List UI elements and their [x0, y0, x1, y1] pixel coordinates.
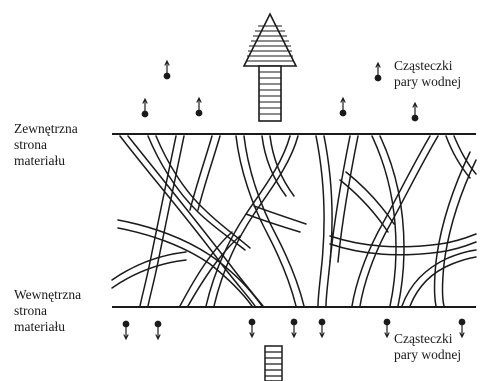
outer-side-label: Zewnętrzna strona materiału — [14, 121, 78, 169]
outer-side-line-1: Zewnętrzna — [14, 121, 78, 137]
outer-side-line-3: materiału — [14, 153, 78, 169]
outer-side-line-2: strona — [14, 137, 78, 153]
fiber-network — [112, 136, 476, 306]
top-molecules-line-2: pary wodnej — [394, 74, 461, 90]
inner-side-line-2: strona — [14, 303, 81, 319]
small-stacked-bars-icon — [265, 346, 282, 381]
inner-side-label: Wewnętrzna strona materiału — [14, 287, 81, 335]
top-molecules-label: Cząsteczki pary wodnej — [394, 58, 461, 90]
inner-side-line-1: Wewnętrzna — [14, 287, 81, 303]
bottom-molecules-line-2: pary wodnej — [394, 347, 461, 363]
bottom-molecules-label: Cząsteczki pary wodnej — [394, 331, 461, 363]
large-up-arrow-icon — [244, 14, 296, 121]
bottom-molecules-line-1: Cząsteczki — [394, 331, 461, 347]
top-molecules-line-1: Cząsteczki — [394, 58, 461, 74]
inner-side-line-3: materiału — [14, 319, 81, 335]
